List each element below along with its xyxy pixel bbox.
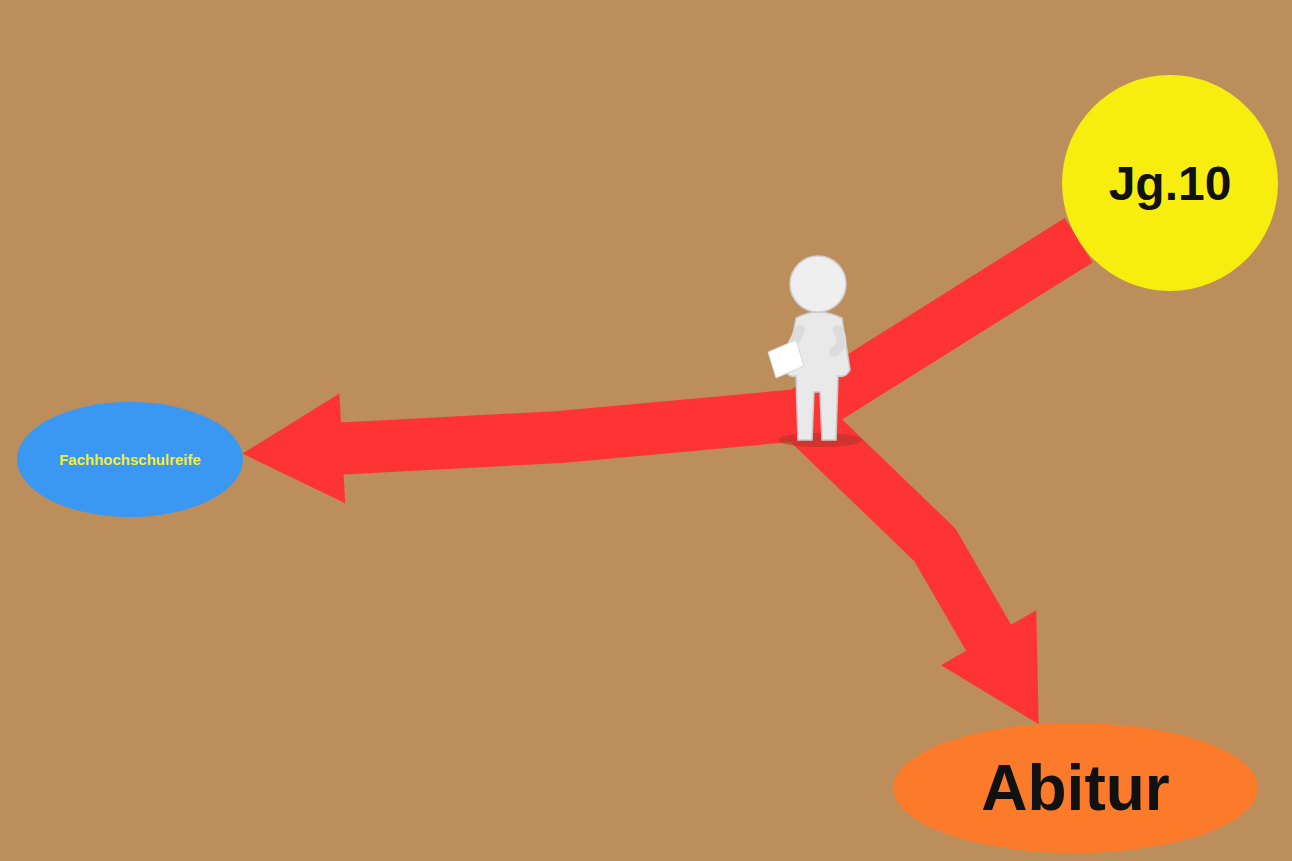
arrow-head: [941, 610, 1039, 724]
branch-arrow: [800, 240, 1078, 724]
standing-figure: [768, 256, 862, 447]
arrow-head: [242, 393, 345, 503]
goal-ellipse: Abitur: [893, 723, 1258, 853]
figure-head: [790, 256, 846, 312]
figure-shadow: [778, 433, 862, 447]
year-circle: Jg.10: [1062, 75, 1278, 291]
branch-arrow: [242, 240, 1078, 503]
figure-paper: [768, 340, 804, 378]
goal-ellipse: Fachhochschulreife: [17, 402, 243, 517]
shape-fill: [17, 402, 243, 517]
arrow-shaft: [332, 240, 1078, 449]
node-label: Jg.10: [1109, 156, 1232, 211]
shape-fill: [1062, 75, 1278, 291]
shape-fill: [893, 723, 1258, 853]
figure-arm: [834, 330, 841, 352]
node-label: Abitur: [981, 751, 1169, 825]
node-label: Fachhochschulreife: [59, 451, 201, 468]
